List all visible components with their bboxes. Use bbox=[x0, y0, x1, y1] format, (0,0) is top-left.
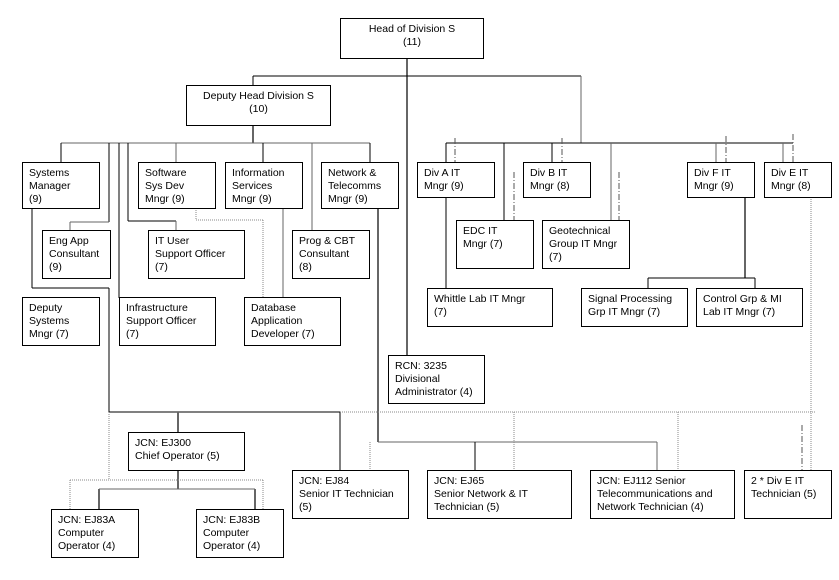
node-div-e-technician: 2 * Div E IT Technician (5) bbox=[744, 470, 832, 519]
node-systems-manager: Systems Manager (9) bbox=[22, 162, 100, 209]
node-div-a-it: Div A IT Mngr (9) bbox=[417, 162, 495, 198]
node-network-telecomms: Network & Telecomms Mngr (9) bbox=[321, 162, 399, 209]
dotted-connectors bbox=[69, 197, 816, 509]
node-divisional-admin: RCN: 3235 Divisional Administrator (4) bbox=[388, 355, 485, 404]
node-signal-processing-it: Signal Processing Grp IT Mngr (7) bbox=[581, 288, 688, 327]
node-div-e-it: Div E IT Mngr (8) bbox=[764, 162, 832, 198]
node-chief-operator: JCN: EJ300 Chief Operator (5) bbox=[128, 432, 245, 471]
node-div-f-it: Div F IT Mngr (9) bbox=[687, 162, 755, 198]
node-deputy-head: Deputy Head Division S (10) bbox=[186, 85, 331, 126]
node-head-of-division: Head of Division S (11) bbox=[340, 18, 484, 59]
node-computer-operator-b: JCN: EJ83B Computer Operator (4) bbox=[196, 509, 284, 558]
node-it-user-support: IT User Support Officer (7) bbox=[148, 230, 245, 279]
node-infrastructure-support: Infrastructure Support Officer (7) bbox=[119, 297, 216, 346]
node-senior-network-tech: JCN: EJ65 Senior Network & IT Technician… bbox=[427, 470, 572, 519]
node-whittle-lab-it: Whittle Lab IT Mngr (7) bbox=[427, 288, 553, 327]
node-database-app-dev: Database Application Developer (7) bbox=[244, 297, 341, 346]
node-geotechnical-it: Geotechnical Group IT Mngr (7) bbox=[542, 220, 630, 269]
node-eng-app-consultant: Eng App Consultant (9) bbox=[42, 230, 111, 279]
node-deputy-systems-mngr: Deputy Systems Mngr (7) bbox=[22, 297, 100, 346]
solid-connectors bbox=[31, 58, 793, 509]
node-telecom-network-tech: JCN: EJ112 Senior Telecommunications and… bbox=[590, 470, 735, 519]
node-edc-it: EDC IT Mngr (7) bbox=[456, 220, 534, 269]
node-div-b-it: Div B IT Mngr (8) bbox=[523, 162, 591, 198]
node-senior-it-tech: JCN: EJ84 Senior IT Technician (5) bbox=[292, 470, 409, 519]
dash-dot-connectors bbox=[454, 134, 803, 470]
node-prog-cbt-consultant: Prog & CBT Consultant (8) bbox=[292, 230, 370, 279]
node-control-grp-it: Control Grp & MI Lab IT Mngr (7) bbox=[696, 288, 803, 327]
node-information-services: Information Services Mngr (9) bbox=[225, 162, 303, 209]
node-software-sys-dev: Software Sys Dev Mngr (9) bbox=[138, 162, 216, 209]
node-computer-operator-a: JCN: EJ83A Computer Operator (4) bbox=[51, 509, 139, 558]
